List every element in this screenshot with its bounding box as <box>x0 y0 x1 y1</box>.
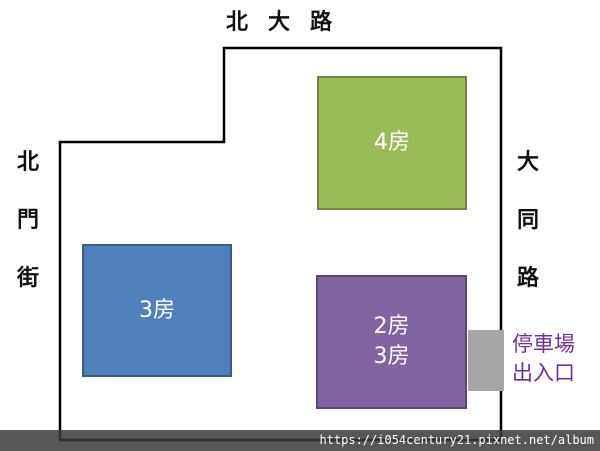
road-label-north: 北大路 <box>226 10 353 35</box>
parking-entrance-marker <box>468 330 504 391</box>
unit-block-label: 3房 <box>373 344 410 369</box>
road-label-east-char: 同 <box>517 208 540 233</box>
road-label-east-char: 大 <box>517 150 540 175</box>
watermark-strip <box>0 430 600 451</box>
road-label-west-char: 北 <box>17 150 40 175</box>
unit-block-label: 4房 <box>374 130 410 156</box>
parking-label-line: 出入口 <box>512 361 575 385</box>
unit-block-2-3-room: 2房 3房 <box>316 275 467 409</box>
unit-block-label: 3房 <box>139 297 175 323</box>
road-label-west: 北 門 街 <box>17 152 43 326</box>
road-label-west-char: 門 <box>17 208 40 233</box>
parking-entrance-label: 停車場 出入口 <box>512 330 575 388</box>
unit-block-4-room: 4房 <box>317 76 467 210</box>
unit-block-3-room: 3房 <box>82 244 232 377</box>
watermark-url: https://i054century21.pixnet.net/album <box>319 433 594 447</box>
road-label-east: 大 同 路 <box>517 152 543 326</box>
road-label-west-char: 街 <box>17 266 40 291</box>
road-label-east-char: 路 <box>517 266 540 291</box>
parking-label-line: 停車場 <box>512 332 575 356</box>
unit-block-label: 2房 <box>373 314 410 340</box>
